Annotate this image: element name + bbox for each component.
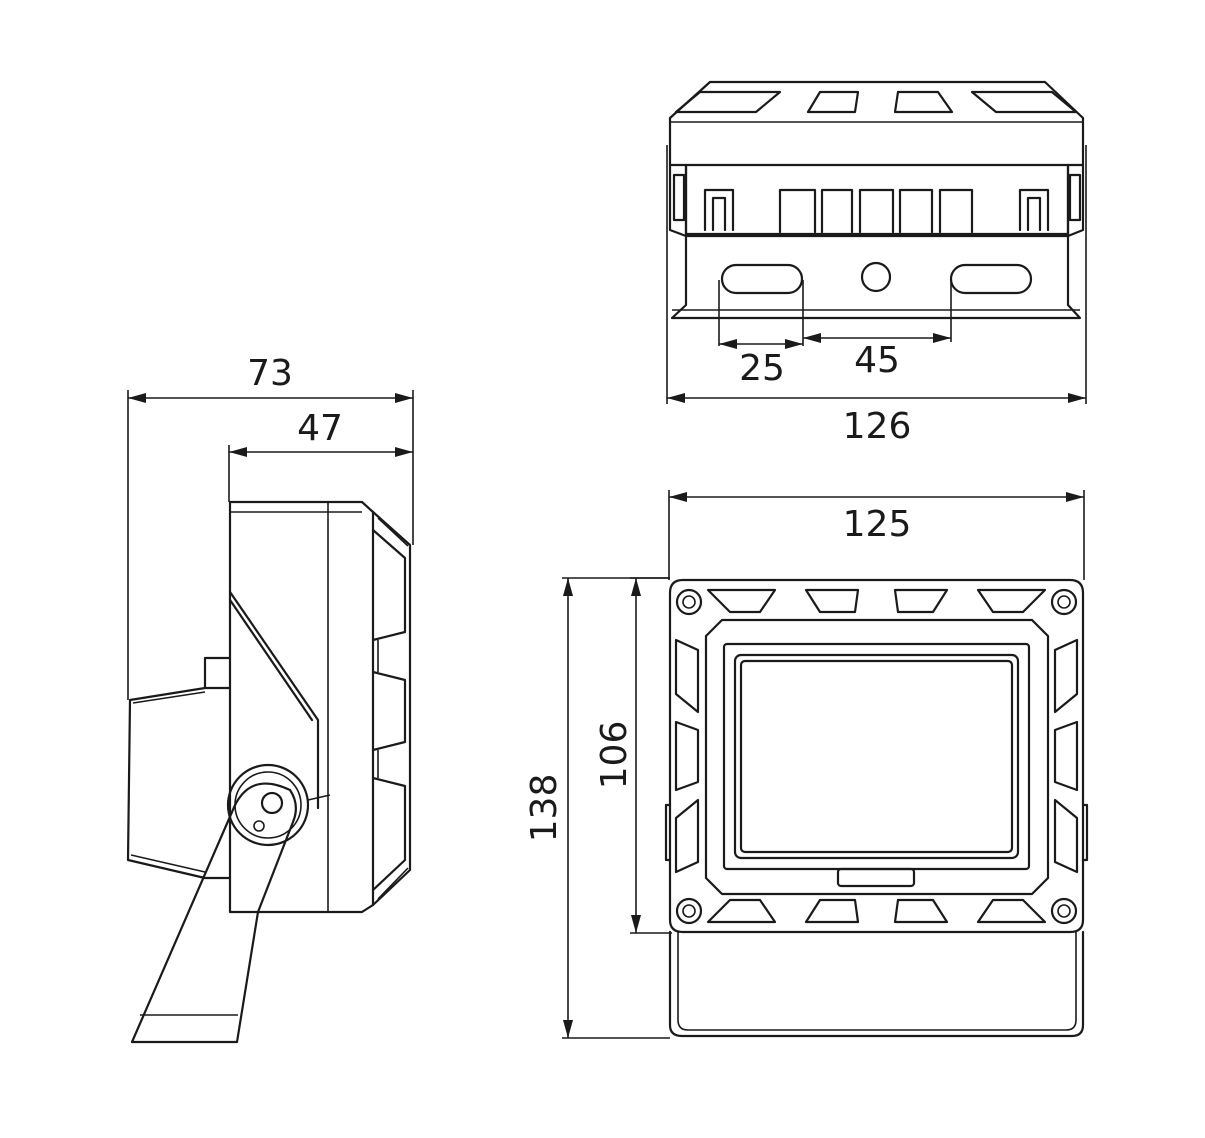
front-screw-top-left <box>675 588 703 616</box>
side-pivot-pointer <box>307 794 331 801</box>
dim-73-label: 73 <box>247 353 293 394</box>
top-center-hole <box>860 261 892 293</box>
dim-45-arrow-right <box>933 333 951 343</box>
side-slanted-rib <box>228 590 320 810</box>
side-front-fins <box>371 510 412 907</box>
dim-125-arrow-right <box>1066 492 1084 502</box>
dim-106-arrow-top <box>631 578 641 596</box>
dim-106-label: 106 <box>594 721 635 790</box>
front-top-fins <box>706 588 1047 614</box>
front-screw-top-right <box>1050 588 1078 616</box>
dim-45-arrow-left <box>803 333 821 343</box>
front-inner-bezel <box>704 618 1050 896</box>
side-rear-box <box>126 656 232 880</box>
side-dimensions: 73 47 <box>127 353 414 700</box>
dim-126-arrow-right <box>1068 393 1086 403</box>
dim-138-label: 138 <box>524 774 565 843</box>
side-housing <box>228 500 375 914</box>
dim-126-arrow-left <box>667 393 685 403</box>
dim-125-arrow-left <box>669 492 687 502</box>
front-bottom-fins <box>706 898 1047 924</box>
front-left-fins <box>674 638 700 874</box>
dim-47-label: 47 <box>297 408 343 449</box>
top-fin-slots <box>674 90 1078 114</box>
side-bracket-small-hole <box>253 820 265 832</box>
side-pivot-knob <box>226 763 310 847</box>
front-screw-bottom-left <box>675 897 703 925</box>
side-bracket-arm <box>130 782 297 1044</box>
front-window-frame <box>722 642 1031 871</box>
front-outer-frame <box>668 578 1085 934</box>
top-left-latch <box>668 163 688 238</box>
dim-73-arrow-right <box>395 393 413 403</box>
front-right-fins <box>1053 638 1079 874</box>
dim-47-arrow-left <box>229 447 247 457</box>
dim-138-arrow-bottom <box>563 1020 573 1038</box>
dim-47-arrow-right <box>395 447 413 457</box>
top-fin-cap <box>668 80 1085 167</box>
dim-25-label: 25 <box>739 348 785 389</box>
top-slot-right <box>949 263 1033 295</box>
front-bracket-tabs <box>664 803 1089 862</box>
front-dimensions: 125 138 106 <box>524 490 1085 1039</box>
dim-125-label: 125 <box>843 504 912 545</box>
dim-25-arrow-right <box>785 339 803 349</box>
front-lens-inner <box>739 659 1014 854</box>
side-rear-box-inner <box>130 691 206 873</box>
front-bottom-bracket-inner <box>677 932 1077 1031</box>
dim-25-arrow-left <box>719 339 737 349</box>
front-screw-bottom-right <box>1050 897 1078 925</box>
side-view <box>126 500 412 1044</box>
dim-45-label: 45 <box>854 340 900 381</box>
front-lens <box>733 653 1020 860</box>
front-bottom-bracket <box>668 930 1085 1038</box>
front-logo-plate <box>836 867 916 888</box>
top-dimensions: 25 45 126 <box>666 145 1087 447</box>
dim-106-arrow-bottom <box>631 915 641 933</box>
top-mounting-plate <box>670 234 1082 320</box>
top-right-latch <box>1066 163 1085 238</box>
dim-138-arrow-top <box>563 578 573 596</box>
side-fin-details <box>377 517 409 900</box>
top-view <box>668 80 1085 320</box>
dim-126-label: 126 <box>843 406 912 447</box>
top-heatsink-fins <box>684 163 1070 236</box>
top-slot-left <box>720 263 804 295</box>
front-view <box>664 578 1089 1038</box>
side-bracket-hole <box>260 791 284 815</box>
dim-73-arrow-left <box>128 393 146 403</box>
